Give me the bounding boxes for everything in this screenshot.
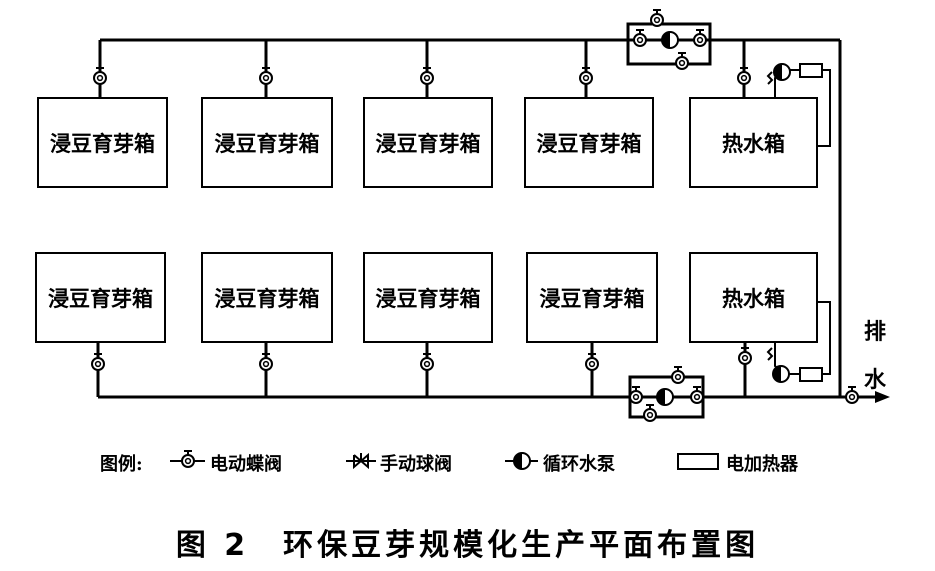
legend-butterfly-valve-label: 电动蝶阀 — [210, 454, 282, 475]
sprouting-box-top-1: 浸豆育芽箱 — [37, 97, 168, 188]
top-heater-pump — [773, 63, 791, 81]
drain-valve — [845, 386, 859, 404]
legend-ball-valve-label: 手动球阀 — [380, 454, 452, 475]
drain-label-1: 排 — [864, 319, 887, 345]
bottom-branch-valves — [91, 347, 752, 371]
legend-ball-valve-icon — [346, 452, 376, 470]
sprouting-box-top-2: 浸豆育芽箱 — [201, 97, 333, 188]
drain-label-2: 水 — [864, 367, 887, 393]
top-pump-group — [626, 9, 712, 70]
legend-heater-icon — [677, 453, 719, 470]
legend-heater-label: 电加热器 — [726, 454, 798, 475]
bottom-branch-pipes — [96, 341, 747, 397]
sprouting-box-bottom-3: 浸豆育芽箱 — [363, 252, 493, 343]
drain-arrow — [875, 391, 890, 403]
hot-water-tank-bottom: 热水箱 — [689, 252, 818, 343]
figure-caption: 图 2 环保豆芽规模化生产平面布置图 — [175, 528, 760, 563]
bottom-pump-group — [628, 366, 705, 422]
top-branch-pipes — [98, 40, 746, 97]
legend-butterfly-valve-icon — [170, 450, 205, 468]
sprouting-box-bottom-2: 浸豆育芽箱 — [201, 252, 333, 343]
bottom-heater-pump — [772, 365, 790, 383]
sprouting-box-bottom-1: 浸豆育芽箱 — [35, 252, 166, 343]
sprouting-box-top-4: 浸豆育芽箱 — [524, 97, 654, 188]
legend-pump-label: 循环水泵 — [543, 454, 615, 475]
hot-water-tank-top: 热水箱 — [689, 97, 818, 188]
sprouting-box-bottom-4: 浸豆育芽箱 — [526, 252, 658, 343]
bottom-heater-loop — [766, 301, 831, 382]
sprouting-box-top-3: 浸豆育芽箱 — [363, 97, 493, 188]
top-branch-valves — [93, 67, 751, 85]
legend-title: 图例: — [100, 454, 143, 475]
legend-pump-icon — [505, 452, 538, 470]
